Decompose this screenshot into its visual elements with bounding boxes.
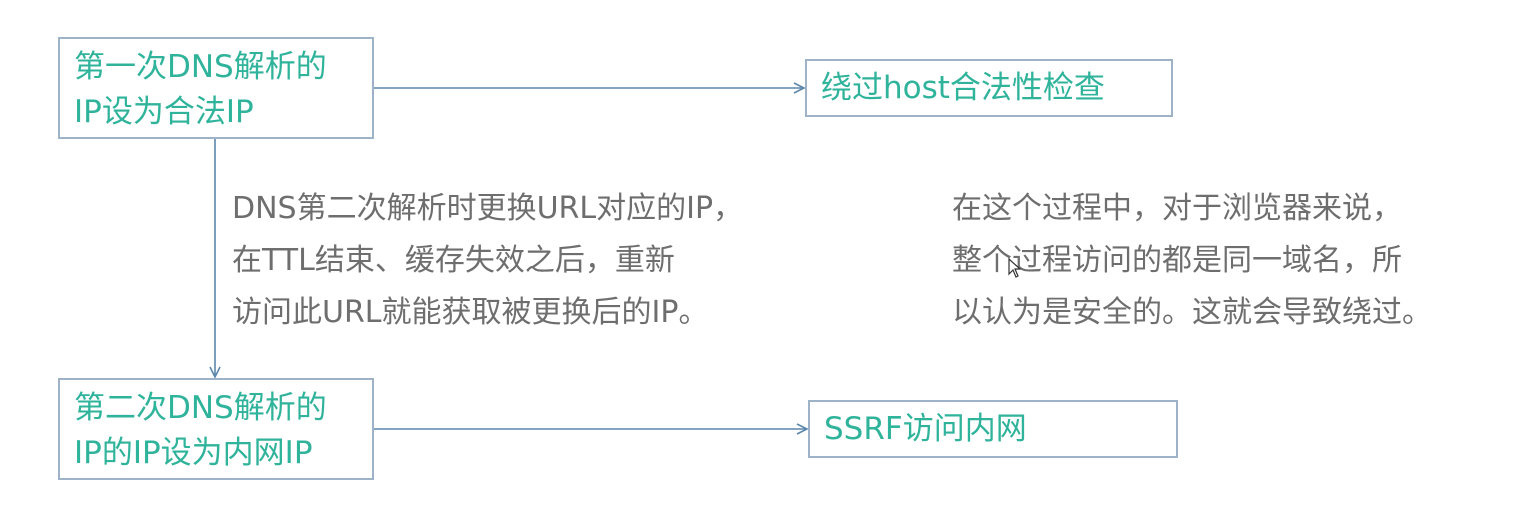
first-dns-line-2: IP设为合法IP <box>74 94 254 130</box>
first-dns-line-1: 第一次DNS解析的 <box>74 49 327 85</box>
bypass-host-check-box: 绕过host合法性检查 <box>805 59 1173 117</box>
left-note-line-1: DNS第二次解析时更换URL对应的IP， <box>232 191 744 226</box>
right-note-line-1: 在这个过程中，对于浏览器来说， <box>952 191 1402 226</box>
mouse-pointer-icon <box>1008 258 1022 278</box>
second-dns-line-2: IP的IP设为内网IP <box>74 435 313 471</box>
right-note-line-3: 以认为是安全的。这就会导致绕过。 <box>952 295 1432 330</box>
first-dns-resolution-box: 第一次DNS解析的 IP设为合法IP <box>58 37 374 139</box>
ssrf-line-1: SSRF访问内网 <box>824 411 1027 447</box>
left-note-line-3: 访问此URL就能获取被更换后的IP。 <box>232 295 709 330</box>
dns-rebinding-note: DNS第二次解析时更换URL对应的IP， 在TTL结束、缓存失效之后，重新 访问… <box>232 183 743 339</box>
bypass-host-line-1: 绕过host合法性检查 <box>821 70 1105 106</box>
ssrf-intranet-box: SSRF访问内网 <box>808 400 1178 458</box>
second-dns-line-1: 第二次DNS解析的 <box>74 390 327 426</box>
browser-perspective-note: 在这个过程中，对于浏览器来说， 整个过程访问的都是同一域名，所 以认为是安全的。… <box>952 183 1432 339</box>
second-dns-resolution-box: 第二次DNS解析的 IP的IP设为内网IP <box>58 378 374 480</box>
left-note-line-2: 在TTL结束、缓存失效之后，重新 <box>232 243 675 278</box>
right-note-line-2: 整个过程访问的都是同一域名，所 <box>952 243 1402 278</box>
